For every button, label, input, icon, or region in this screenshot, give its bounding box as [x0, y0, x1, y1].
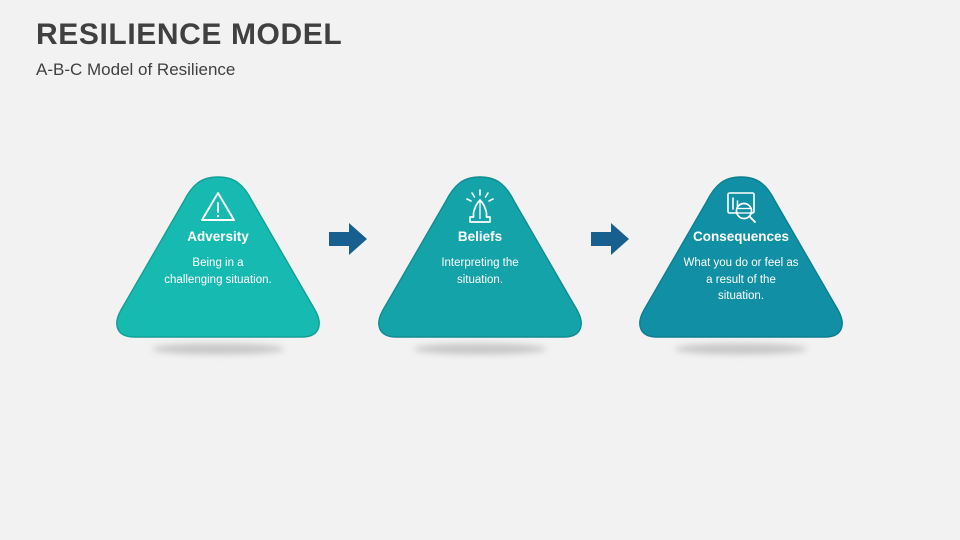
stage-description: What you do or feel as a result of the s… — [656, 255, 826, 304]
praying-hands-icon — [466, 189, 494, 223]
arrow-right-icon — [591, 223, 629, 255]
stage-title: Adversity — [187, 229, 249, 244]
chart-magnifier-icon — [727, 192, 756, 223]
page-subtitle: A-B-C Model of Resilience — [36, 60, 236, 79]
stage-description-line: What you do or feel as — [683, 257, 799, 270]
stage-title: Consequences — [692, 229, 790, 244]
stage-description: Being in a challenging situation. — [133, 255, 303, 288]
stage-description-line: Being in a — [192, 257, 244, 270]
stage-shape-path — [639, 176, 843, 338]
stage-shape-beliefs — [378, 176, 582, 355]
stage-shape-path — [378, 176, 582, 338]
stage-title: Beliefs — [457, 229, 503, 244]
stage-content-beliefs: Beliefs Interpreting the situation. — [365, 175, 595, 340]
stage-description-line: challenging situation. — [164, 273, 272, 286]
warning-triangle-icon — [201, 192, 235, 221]
stage-node-adversity[interactable]: Adversity Being in a challenging situati… — [103, 175, 333, 355]
stage-content-adversity: Adversity Being in a challenging situati… — [103, 175, 333, 340]
stage-description-line: situation. — [717, 289, 765, 302]
stage-description-line: situation. — [456, 273, 504, 286]
stage-shadow — [414, 343, 546, 355]
stage-shape-adversity — [116, 176, 320, 355]
stage-description-line: Interpreting the — [441, 257, 519, 270]
stage-node-beliefs[interactable]: Beliefs Interpreting the situation. — [365, 175, 595, 355]
stage-shape-consequences — [639, 176, 843, 355]
stage-shadow — [675, 343, 807, 355]
stage-content-consequences: Consequences What you do or feel as a re… — [626, 175, 856, 340]
stage-shape-path — [116, 176, 320, 338]
stage-node-consequences[interactable]: Consequences What you do or feel as a re… — [626, 175, 856, 355]
page-title: RESILIENCE MODEL — [36, 18, 343, 51]
stage-description: Interpreting the situation. — [395, 255, 565, 288]
stage-description-line: a result of the — [706, 273, 776, 286]
arrow-right-icon — [329, 223, 367, 255]
header: RESILIENCE MODEL A-B-C Model of Resilien… — [36, 18, 736, 80]
stage-shadow — [152, 343, 284, 355]
